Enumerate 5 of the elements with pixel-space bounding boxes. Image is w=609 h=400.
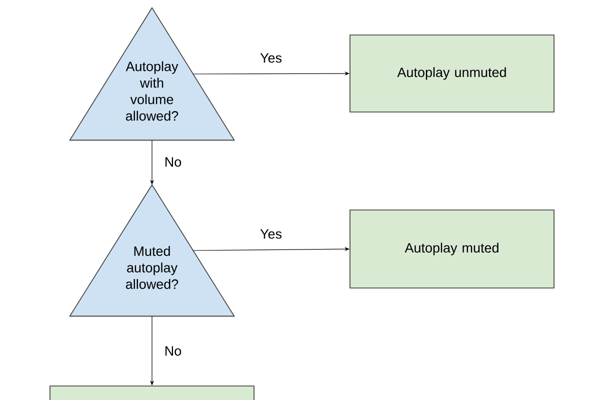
result-box (50, 386, 254, 400)
result-box: Autoplay muted (350, 210, 554, 288)
result-box: Autoplay unmuted (350, 34, 554, 112)
decision-triangle: Muted autoplay allowed? (69, 184, 235, 317)
decision-triangle: Autoplay with volume allowed? (69, 7, 235, 141)
